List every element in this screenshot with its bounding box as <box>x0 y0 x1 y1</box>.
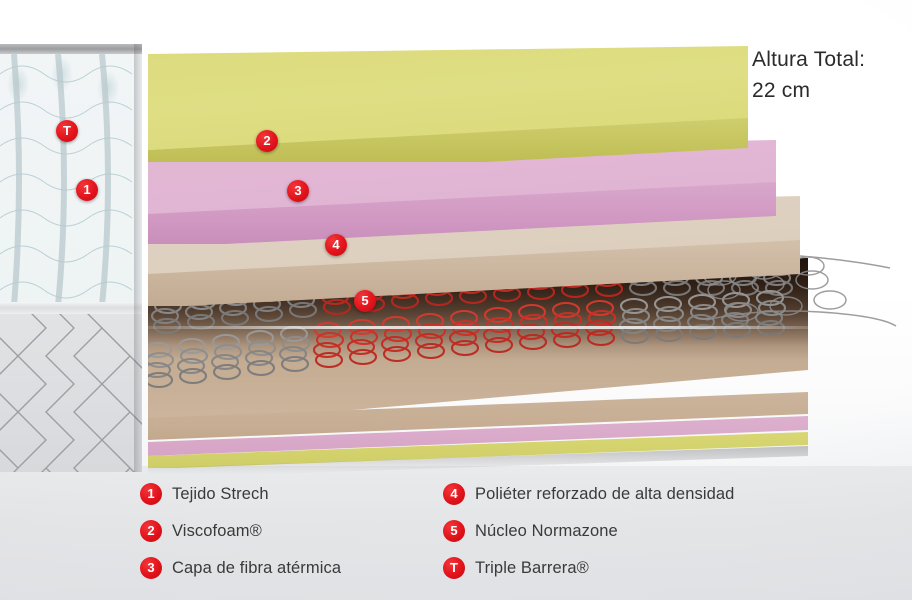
callout-4-polieter[interactable]: 4 <box>325 234 347 256</box>
callout-3-fibra[interactable]: 3 <box>287 180 309 202</box>
legend: 1 Tejido Strech 2 Viscofoam® 3 Capa de f… <box>0 468 912 600</box>
title-line-2: 22 cm <box>752 75 902 106</box>
quilted-fabric-panel <box>0 44 142 472</box>
legend-marker: 1 <box>140 483 162 505</box>
honeycomb-texture <box>0 53 133 307</box>
page-title: Altura Total: 22 cm <box>752 44 902 106</box>
panel-top-piping <box>0 44 142 54</box>
legend-label: Tejido Strech <box>172 485 269 503</box>
legend-marker: T <box>443 557 465 579</box>
panel-quilted-face <box>0 53 142 307</box>
panel-diamond-quilt <box>0 299 142 472</box>
legend-marker: 2 <box>140 520 162 542</box>
legend-label: Poliéter reforzado de alta densidad <box>475 485 735 503</box>
callout-5-nucleo[interactable]: 5 <box>354 290 376 312</box>
callout-2-viscofoam[interactable]: 2 <box>256 130 278 152</box>
panel-middle-piping <box>0 302 142 314</box>
legend-marker: 3 <box>140 557 162 579</box>
diamond-quilt-texture <box>0 299 142 472</box>
legend-marker: 5 <box>443 520 465 542</box>
legend-label: Núcleo Normazone <box>475 522 618 540</box>
legend-label: Viscofoam® <box>172 522 262 540</box>
title-line-1: Altura Total: <box>752 44 902 75</box>
panel-edge-shadow <box>134 44 142 472</box>
legend-label: Triple Barrera® <box>475 559 589 577</box>
core-wire-highlight <box>148 326 808 329</box>
callout-t-fabric[interactable]: T <box>56 120 78 142</box>
legend-label: Capa de fibra atérmica <box>172 559 342 577</box>
mattress-slab <box>148 46 897 474</box>
callout-1-fabric[interactable]: 1 <box>76 179 98 201</box>
legend-marker: 4 <box>443 483 465 505</box>
